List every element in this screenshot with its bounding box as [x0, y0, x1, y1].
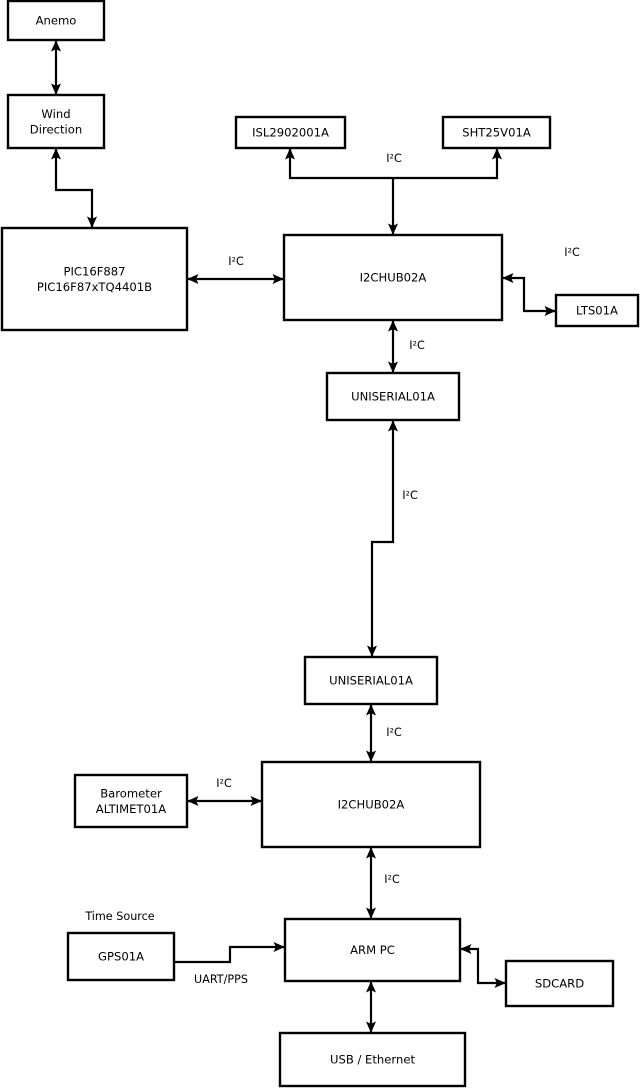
edge-uniserial-bottom-hub-bottom: I²C	[365, 704, 402, 762]
edge-line	[175, 941, 285, 964]
node-box[interactable]	[0, 226, 189, 332]
edge-hub-bottom-armpc: I²C	[365, 847, 400, 919]
node-label: GPS01A	[98, 949, 144, 963]
edge-uniserial-top-bottom: I²C	[366, 420, 418, 657]
node-anemo[interactable]: Anemo	[6, 0, 106, 42]
edge-hub-top-lts: I²C	[502, 246, 580, 317]
node-box[interactable]	[6, 0, 106, 42]
node-box[interactable]	[504, 959, 615, 1008]
node-box[interactable]	[283, 917, 462, 983]
node-label: ISL2902001A	[252, 125, 329, 139]
edge-label: I²C	[384, 873, 400, 886]
annotations-layer: Time Source	[84, 910, 154, 923]
node-uniserial01a-bottom[interactable]: UNISERIAL01A	[303, 655, 439, 706]
edge-armpc-sdcard	[460, 943, 506, 989]
edge-label: UART/PPS	[194, 973, 248, 986]
node-box[interactable]	[260, 760, 482, 849]
edges-layer: I²C I²C I²C I²C I²C I²C I²C I²C UART/PPS	[50, 40, 580, 1033]
edge-gps-armpc: UART/PPS	[175, 941, 285, 986]
node-label: LTS01A	[576, 303, 618, 317]
node-label: Anemo	[36, 13, 77, 27]
node-label: SDCARD	[535, 976, 584, 990]
node-box[interactable]	[325, 371, 461, 422]
node-box[interactable]	[554, 293, 640, 328]
node-box[interactable]	[282, 233, 504, 322]
node-arm-pc[interactable]: ARM PC	[283, 917, 462, 983]
node-label: SHT25V01A	[462, 125, 531, 139]
edge-label: I²C	[564, 246, 580, 259]
node-box[interactable]	[278, 1031, 467, 1088]
node-uniserial01a-top[interactable]: UNISERIAL01A	[325, 371, 461, 422]
node-gps01a[interactable]: GPS01A	[66, 931, 176, 982]
edge-hub-top-sensors-bus: I²C	[284, 148, 503, 180]
node-label: UNISERIAL01A	[329, 673, 413, 687]
node-sht25v01a[interactable]: SHT25V01A	[441, 115, 552, 150]
node-box[interactable]	[6, 93, 106, 150]
node-box[interactable]	[441, 115, 552, 150]
annotation-time-source: Time Source	[84, 910, 154, 923]
node-label: UNISERIAL01A	[351, 389, 435, 403]
edge-barometer-hub-bottom: I²C	[187, 777, 262, 807]
edge-pic-wind	[50, 148, 98, 228]
node-i2chub02a-top[interactable]: I2CHUB02A	[282, 233, 504, 322]
node-label: ARM PC	[350, 943, 395, 957]
node-box[interactable]	[234, 115, 347, 150]
node-box[interactable]	[73, 773, 189, 829]
edge-label: I²C	[216, 777, 232, 790]
edge-line	[50, 148, 98, 228]
edge-label: I²C	[228, 255, 244, 268]
edge-label: I²C	[386, 152, 402, 165]
node-label: I2CHUB02A	[338, 797, 405, 811]
node-lts01a[interactable]: LTS01A	[554, 293, 640, 328]
node-label: I2CHUB02A	[360, 270, 427, 284]
edge-label: I²C	[386, 726, 402, 739]
node-usb-ethernet[interactable]: USB / Ethernet	[278, 1031, 467, 1088]
edge-line	[366, 420, 399, 657]
edge-label: I²C	[409, 339, 425, 352]
edge-pic-hub-top: I²C	[187, 255, 284, 285]
node-box[interactable]	[303, 655, 439, 706]
edge-line	[502, 272, 556, 317]
node-label: USB / Ethernet	[330, 1052, 415, 1066]
node-sdcard[interactable]: SDCARD	[504, 959, 615, 1008]
edge-line	[460, 943, 506, 989]
node-box[interactable]	[66, 931, 176, 982]
edge-hub-top-uniserial-top: I²C	[387, 320, 425, 373]
edge-label: I²C	[402, 489, 418, 502]
node-isl2902001a[interactable]: ISL2902001A	[234, 115, 347, 150]
node-i2chub02a-bottom[interactable]: I2CHUB02A	[260, 760, 482, 849]
